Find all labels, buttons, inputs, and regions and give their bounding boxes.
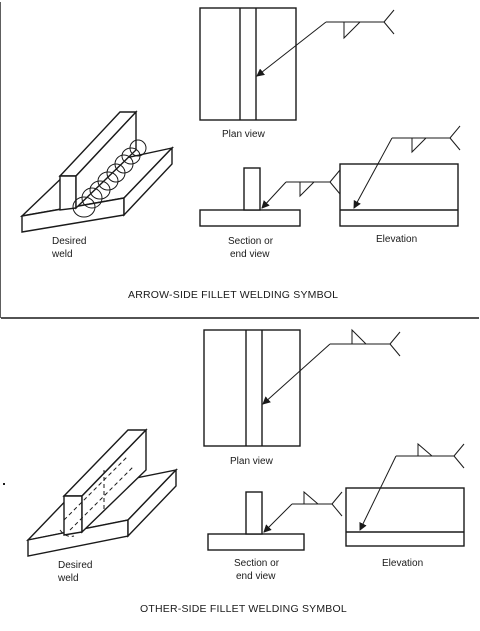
hidden-weld — [59, 455, 135, 537]
plan-view-label-bottom: Plan view — [230, 456, 274, 467]
elevation-label-bottom: Elevation — [382, 558, 423, 569]
desired-weld-drawing-top — [19, 110, 175, 233]
top-panel-title: ARROW-SIDE FILLET WELDING SYMBOL — [128, 289, 338, 301]
section-label-1-bottom: Section or — [234, 558, 280, 569]
section-view-drawing-top — [199, 167, 341, 227]
top-panel: Desired weld Plan view Section — [19, 7, 461, 301]
desired-weld-label-2-bottom: weld — [57, 573, 79, 584]
plan-view-drawing-top — [199, 7, 395, 121]
elevation-drawing-top — [339, 125, 461, 227]
weld-bead — [72, 139, 147, 218]
desired-weld-drawing-bottom — [25, 428, 179, 557]
section-label-2: end view — [230, 249, 270, 260]
bottom-panel: Desired weld Plan view Section or end vi — [25, 328, 465, 615]
desired-weld-label-1-bottom: Desired — [58, 560, 92, 571]
section-label-1: Section or — [228, 236, 274, 247]
section-label-2-bottom: end view — [236, 571, 276, 582]
plan-view-label: Plan view — [222, 129, 266, 140]
desired-weld-label-2: weld — [51, 249, 73, 260]
elevation-drawing-bottom — [345, 442, 465, 547]
elevation-label: Elevation — [376, 234, 417, 245]
bottom-panel-title: OTHER-SIDE FILLET WELDING SYMBOL — [140, 603, 347, 615]
plan-view-drawing-bottom — [203, 328, 401, 447]
section-view-drawing-bottom — [207, 490, 343, 551]
scan-speck — [3, 483, 5, 485]
desired-weld-label-1: Desired — [52, 236, 86, 247]
